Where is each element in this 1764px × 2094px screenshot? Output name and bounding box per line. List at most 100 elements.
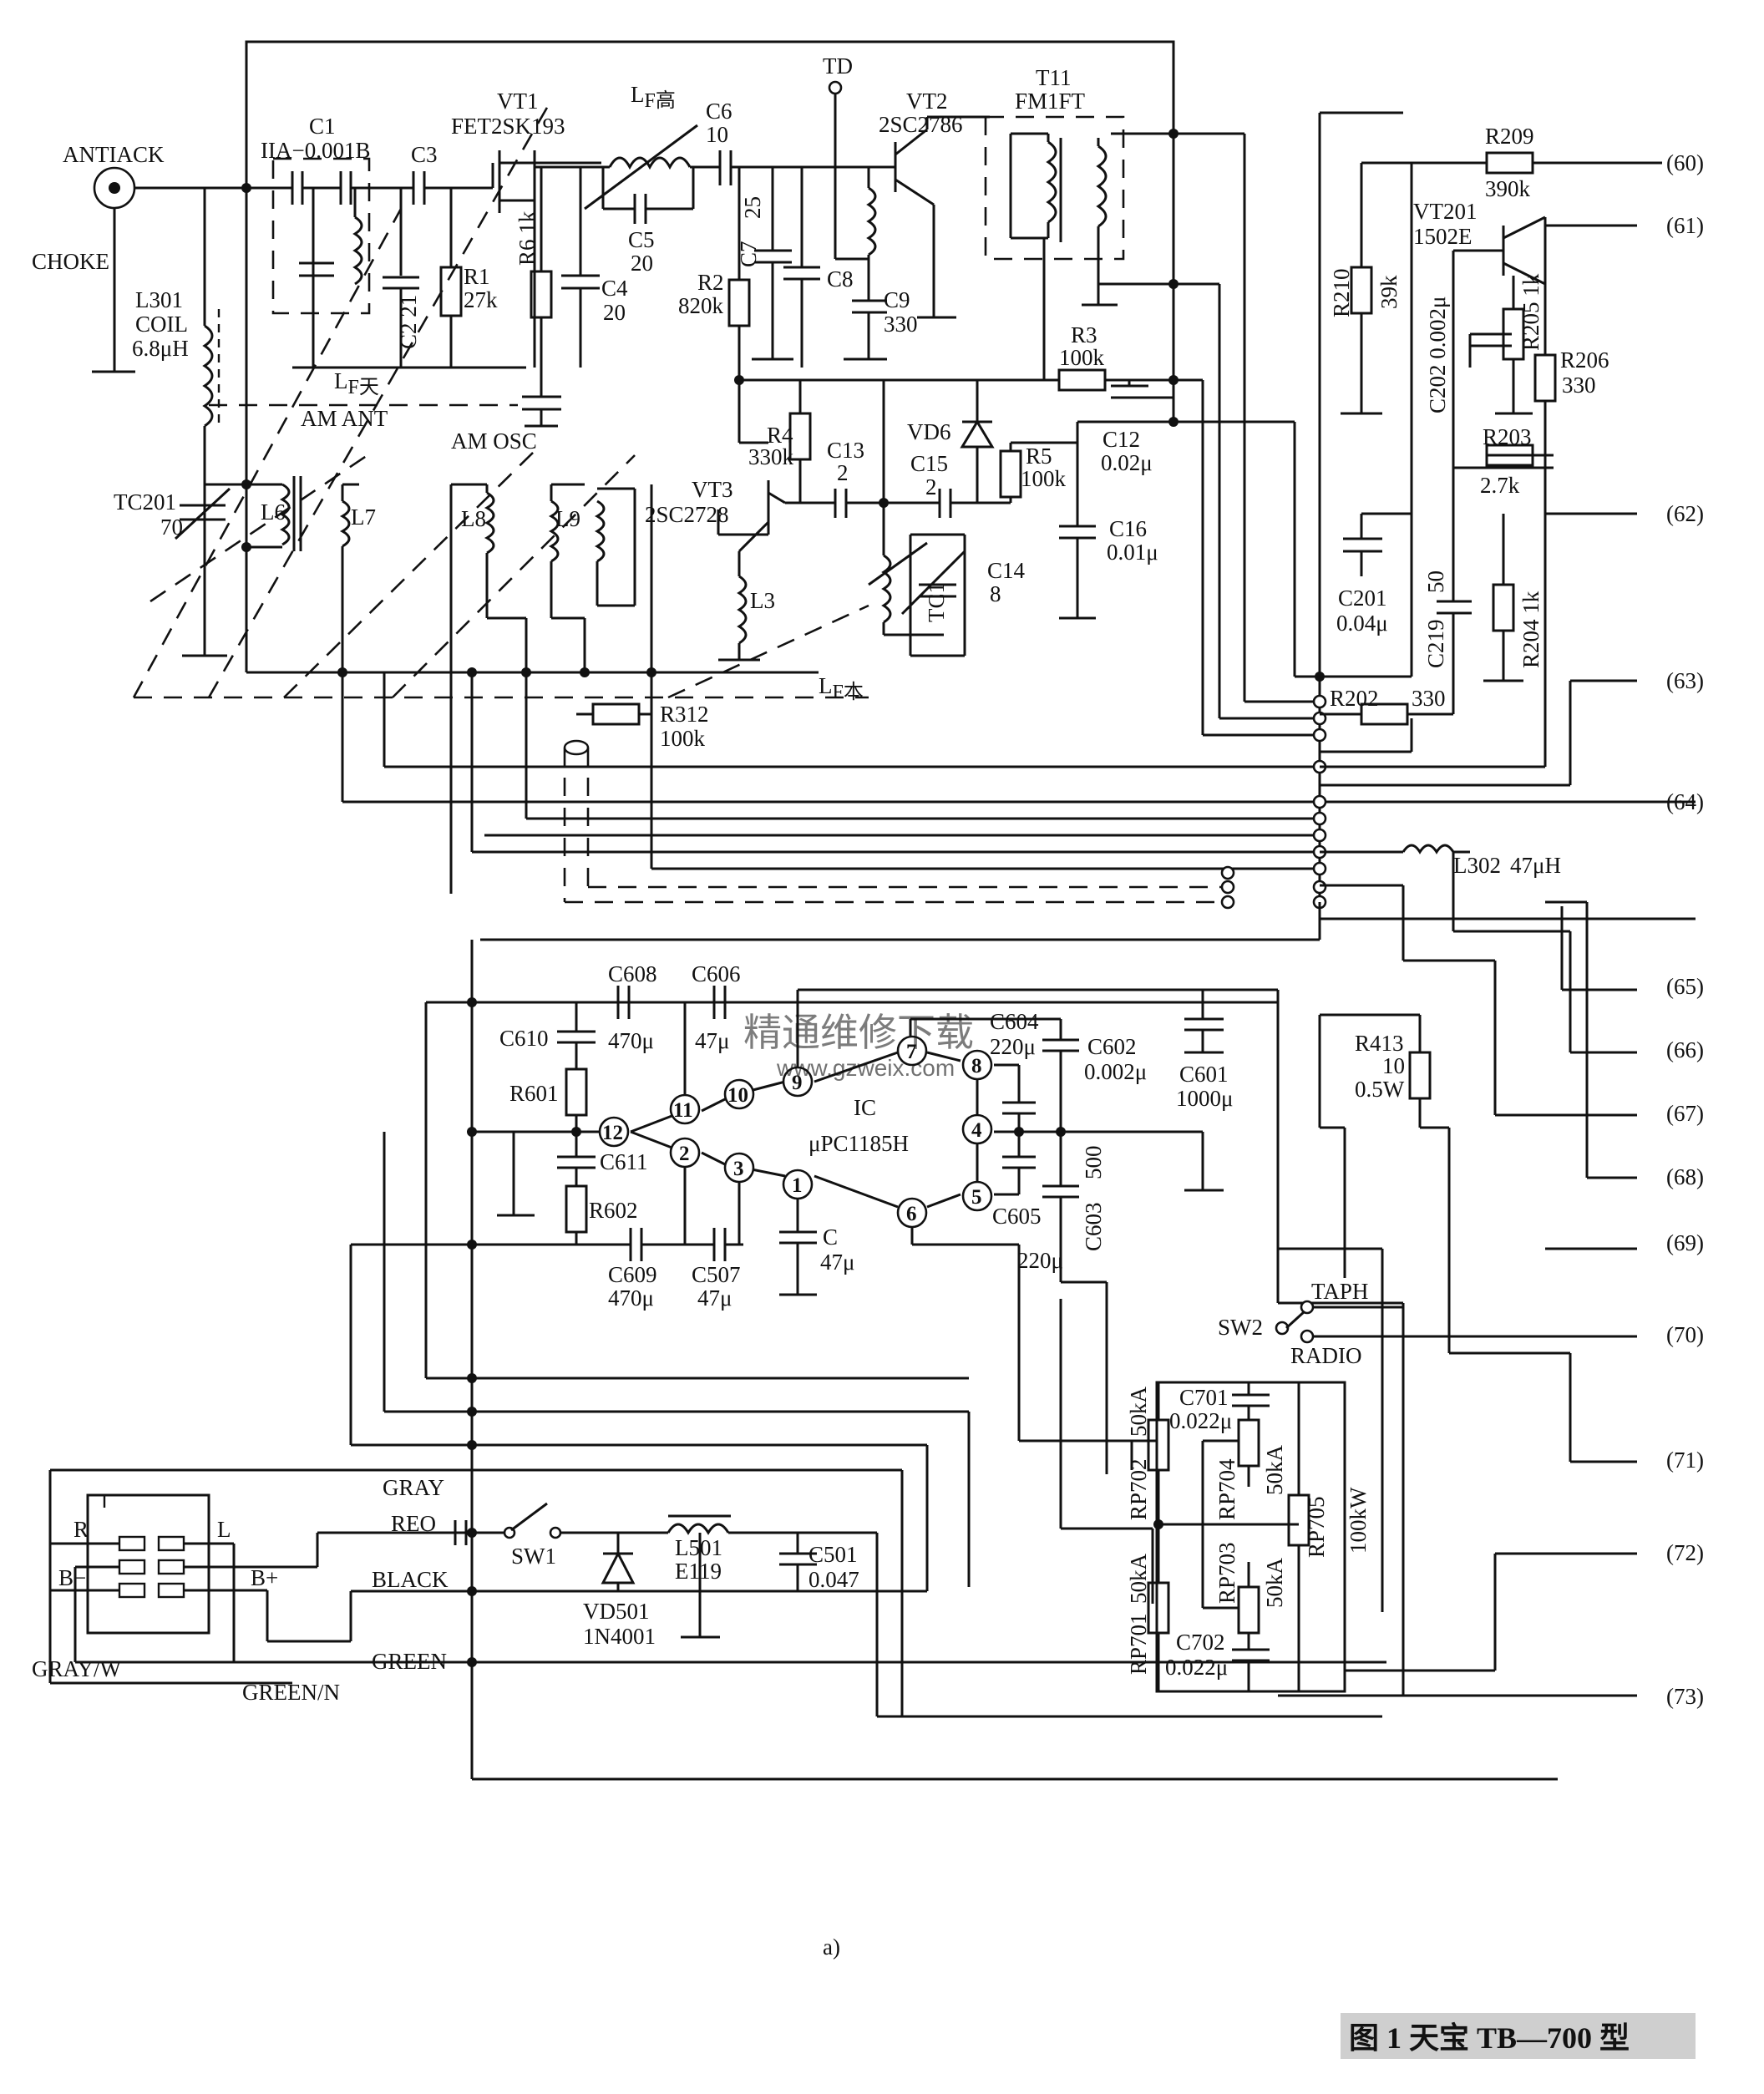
- label-c12-val: 0.02μ: [1101, 450, 1153, 475]
- label-c606-val: 47μ: [695, 1028, 729, 1053]
- label-c9-val: 330: [884, 312, 918, 337]
- label-c609-val: 470μ: [608, 1285, 654, 1311]
- label-td: TD: [823, 53, 853, 79]
- label-r209-val: 390k: [1485, 176, 1531, 201]
- label-r1-val: 27k: [464, 287, 498, 312]
- label-ic-type: μPC1185H: [808, 1131, 909, 1156]
- label-r202-val: 330: [1412, 686, 1446, 711]
- label-c605: C605: [992, 1204, 1042, 1229]
- label-c501: C501: [808, 1542, 858, 1567]
- label-l7: L7: [351, 504, 376, 530]
- label-r206: R206: [1560, 347, 1609, 373]
- label-radio: RADIO: [1290, 1343, 1362, 1368]
- label-c501-val: 0.047: [808, 1567, 859, 1592]
- figure-title: 图 1 天宝 TB—700 型: [1349, 2021, 1630, 2055]
- connector-67: (67): [1666, 1101, 1704, 1126]
- label-c201: C201: [1338, 586, 1387, 611]
- label-rp705: RP705: [1304, 1496, 1329, 1558]
- label-c15: C15: [910, 451, 948, 476]
- label-vt201-type: 1502E: [1413, 224, 1473, 249]
- label-red: REO: [391, 1511, 436, 1536]
- label-vd501: VD501: [583, 1599, 650, 1624]
- label-c4-val: 20: [603, 300, 626, 325]
- label-r205: R205 1k: [1518, 273, 1544, 351]
- label-rp704-val: 50kA: [1262, 1445, 1287, 1496]
- label-rp704: RP704: [1214, 1458, 1239, 1520]
- power-section: [48, 1132, 1558, 1781]
- ic-pins: 1 2 3 4 5 6 7 8 9 10 11 12: [598, 1035, 993, 1229]
- label-c219: C219: [1423, 619, 1448, 668]
- label-tc201-val: 70: [160, 515, 183, 540]
- label-c702-val: 0.022μ: [1165, 1655, 1228, 1680]
- watermark-url: www.gzweix.com: [776, 1055, 955, 1081]
- label-r3: R3: [1071, 322, 1097, 347]
- label-r2: R2: [697, 270, 724, 295]
- label-r5: R5: [1026, 444, 1052, 469]
- connector-73: (73): [1666, 1684, 1704, 1709]
- label-c603: C603: [1081, 1202, 1106, 1251]
- connector-list: (60) (61) (62) (63) (64) (65) (66) (67) …: [1278, 150, 1704, 1709]
- label-c15-val: 2: [925, 474, 937, 499]
- label-taph: TAPH: [1311, 1279, 1368, 1304]
- label-c16: C16: [1109, 516, 1147, 541]
- label-l302: L302: [1453, 853, 1501, 878]
- label-c8: C8: [827, 266, 854, 292]
- label-r413-val: 10: [1382, 1053, 1405, 1078]
- label-rp701-val: 50kA: [1126, 1554, 1151, 1605]
- label-c219-val: 50: [1423, 570, 1448, 593]
- label-l301: L301: [135, 287, 183, 312]
- label-rp702-val: 50kA: [1126, 1387, 1151, 1437]
- label-sw1: SW1: [511, 1544, 556, 1569]
- label-c604-val: 220μ: [990, 1034, 1036, 1059]
- label-c4: C4: [601, 276, 628, 301]
- label-green: GREEN: [372, 1649, 447, 1674]
- label-c602-val: 0.002μ: [1084, 1059, 1147, 1084]
- label-c13: C13: [827, 438, 864, 463]
- ic-pin-12: 12: [602, 1122, 623, 1144]
- label-vt3-type: 2SC2728: [645, 502, 729, 527]
- label-c14: C14: [987, 558, 1026, 583]
- label-c602: C602: [1087, 1034, 1137, 1059]
- label-conn-l: L: [217, 1517, 231, 1542]
- label-c701-val: 0.022μ: [1169, 1408, 1232, 1433]
- label-c610: C610: [499, 1026, 549, 1051]
- label-r4: R4: [767, 423, 793, 448]
- ic-pin-1: 1: [792, 1174, 803, 1197]
- label-c7-val: 25: [740, 196, 765, 219]
- ic-pin-10: 10: [727, 1084, 748, 1107]
- label-c601: C601: [1179, 1062, 1229, 1087]
- label-r413: R413: [1355, 1031, 1404, 1056]
- label-r206-val: 330: [1562, 373, 1596, 398]
- c1-block: [271, 157, 371, 315]
- label-r2-val: 820k: [678, 293, 724, 318]
- label-t11: T11: [1036, 65, 1072, 90]
- label-r413-w: 0.5W: [1355, 1077, 1405, 1102]
- label-c6: C6: [706, 99, 732, 124]
- label-c16-val: 0.01μ: [1107, 540, 1158, 565]
- label-r210: R210: [1329, 268, 1354, 317]
- ic-pin-5: 5: [971, 1186, 982, 1209]
- power-connector-body: [86, 1493, 210, 1635]
- label-c701: C701: [1179, 1385, 1229, 1410]
- connector-68: (68): [1666, 1164, 1704, 1189]
- ic-pin-11: 11: [673, 1099, 693, 1122]
- label-l302-val: 47μH: [1510, 853, 1561, 878]
- label-c3: C3: [411, 142, 438, 167]
- label-vt2: VT2: [906, 89, 948, 114]
- label-r4-val: 330k: [748, 444, 794, 469]
- label-antenna-jack: ANTIACK: [63, 142, 165, 167]
- label-l8: L8: [461, 506, 486, 531]
- label-sw2: SW2: [1218, 1315, 1263, 1340]
- label-r1: R1: [464, 264, 490, 289]
- label-c202: C202 0.002μ: [1425, 297, 1450, 413]
- label-c1: C1: [309, 114, 336, 139]
- labels: ANTIACK CHOKE L301 COIL 6.8μH TC201 70 C…: [32, 53, 1704, 2059]
- label-c606: C606: [692, 961, 741, 986]
- label-lf-osc: LF本: [819, 673, 864, 703]
- label-r203-val: 2.7k: [1480, 473, 1520, 498]
- connector-70: (70): [1666, 1322, 1704, 1347]
- label-conn-bplus: B+: [251, 1565, 278, 1590]
- label-r601: R601: [509, 1081, 559, 1106]
- if-section: [1320, 151, 1637, 787]
- label-choke: CHOKE: [32, 249, 109, 274]
